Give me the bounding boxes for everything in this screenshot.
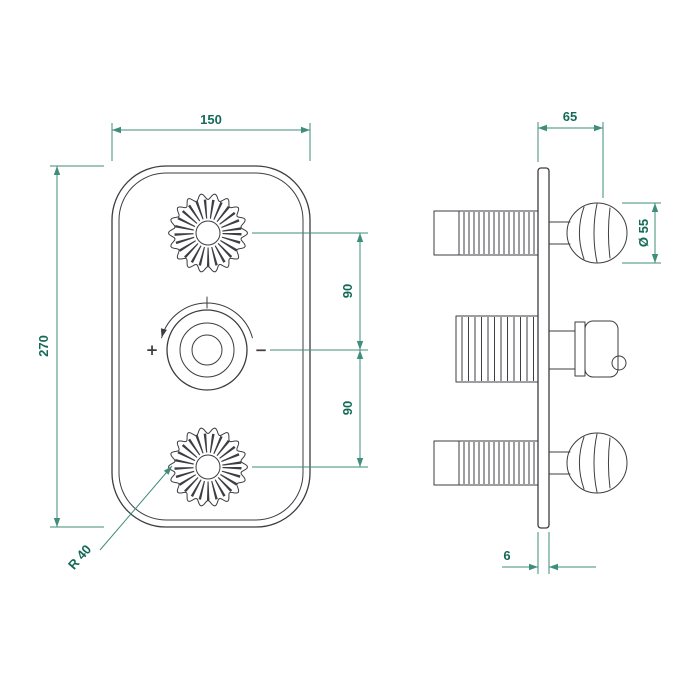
dial-middle-circle — [179, 322, 235, 378]
dim-corner-radius-label: R 40 — [65, 542, 94, 573]
plate-inner-outline — [118, 172, 304, 521]
dial-plus-mark: + — [146, 341, 159, 359]
dim-depth-arrow-right — [594, 124, 603, 132]
top-valve-ribbing — [463, 212, 535, 254]
radius-leader-arrowhead — [163, 466, 172, 475]
top-knob-side — [548, 202, 628, 264]
dial-outer-circle — [166, 309, 248, 391]
rib-lines — [463, 442, 535, 484]
rib-lines — [463, 212, 535, 254]
bottom-knob-center — [195, 454, 221, 480]
bottom-knob-scalloped-edge — [168, 427, 248, 507]
dim-depth-extension-lines — [537, 122, 604, 198]
wall-plate-side — [537, 167, 550, 529]
dim-knob-diameter-label: Ø 55 — [636, 219, 651, 247]
dim-spacing-extension-lines — [252, 232, 368, 468]
bottom-knob-neck — [548, 451, 571, 475]
side-view — [433, 167, 628, 529]
bottom-valve-ribbing — [463, 442, 535, 484]
top-valve-body — [433, 210, 539, 256]
top-knob-petals — [174, 199, 242, 267]
top-knob-side-outline — [566, 202, 628, 264]
dim-width-arrow-right — [301, 126, 310, 134]
middle-valve-outline — [455, 315, 539, 383]
dim-knob-diameter: Ø 55 — [622, 202, 661, 264]
middle-handle-neck — [548, 330, 576, 370]
top-knob-scalloped-edge — [168, 193, 248, 273]
top-knob-flutes — [579, 203, 611, 263]
front-view: + − — [111, 165, 311, 528]
top-knob-neck — [548, 221, 571, 245]
bottom-knob — [168, 427, 248, 507]
dim-height-arrow-bottom — [53, 518, 61, 527]
dial-inner-circle — [191, 334, 223, 366]
dim-depth-label: 65 — [563, 109, 577, 124]
dim-spacing-arrow-1 — [356, 233, 364, 242]
top-valve-outline — [433, 210, 539, 256]
bottom-valve-outline — [433, 440, 539, 486]
plate-outline — [111, 165, 311, 528]
dim-depth: 65 — [537, 109, 604, 198]
middle-handle-body — [584, 320, 619, 378]
radius-leader-line — [99, 465, 173, 551]
middle-handle-collar — [574, 321, 586, 377]
top-knob-center — [195, 220, 221, 246]
middle-valve-body — [455, 315, 539, 383]
dim-height-extension-lines — [50, 165, 104, 528]
middle-handle-dome — [611, 355, 627, 371]
dial-minus-mark: − — [255, 341, 268, 359]
dim-height: 270 — [36, 165, 104, 528]
dim-plate-thickness-label: 6 — [503, 548, 510, 563]
dim-diameter-arrow-top — [651, 203, 659, 212]
dim-width-label: 150 — [200, 112, 222, 127]
dial-arc-arrowhead — [160, 328, 167, 338]
dim-height-arrow-top — [53, 166, 61, 175]
dim-upper-spacing-label: 90 — [340, 284, 355, 298]
dim-width-arrow-left — [112, 126, 121, 134]
bottom-knob-flutes — [579, 433, 611, 493]
dim-width-extension-lines — [111, 123, 311, 161]
center-dial: + − — [146, 296, 268, 391]
dim-height-label: 270 — [36, 335, 51, 357]
dim-lower-spacing-label: 90 — [340, 401, 355, 415]
bottom-knob-side — [548, 432, 628, 494]
dim-thickness-arrow-left — [529, 563, 538, 571]
dim-knob-spacing: 90 90 — [252, 232, 368, 468]
dim-width: 150 — [111, 112, 311, 161]
dim-depth-arrow-left — [538, 124, 547, 132]
dim-thickness-arrow-right — [549, 563, 558, 571]
bottom-knob-side-outline — [566, 432, 628, 494]
middle-handle-side — [548, 320, 627, 378]
dim-spacing-arrow-2 — [356, 341, 364, 350]
bottom-valve-body — [433, 440, 539, 486]
bottom-knob-petals — [174, 433, 242, 501]
top-knob — [168, 193, 248, 273]
dim-spacing-arrow-4 — [356, 458, 364, 467]
rib-lines — [461, 317, 534, 381]
middle-valve-ribbing — [461, 317, 534, 381]
dim-spacing-arrow-3 — [356, 350, 364, 359]
dim-thickness-extension-lines — [537, 532, 550, 574]
dim-plate-thickness: 6 — [502, 532, 596, 574]
dim-diameter-arrow-bottom — [651, 254, 659, 263]
